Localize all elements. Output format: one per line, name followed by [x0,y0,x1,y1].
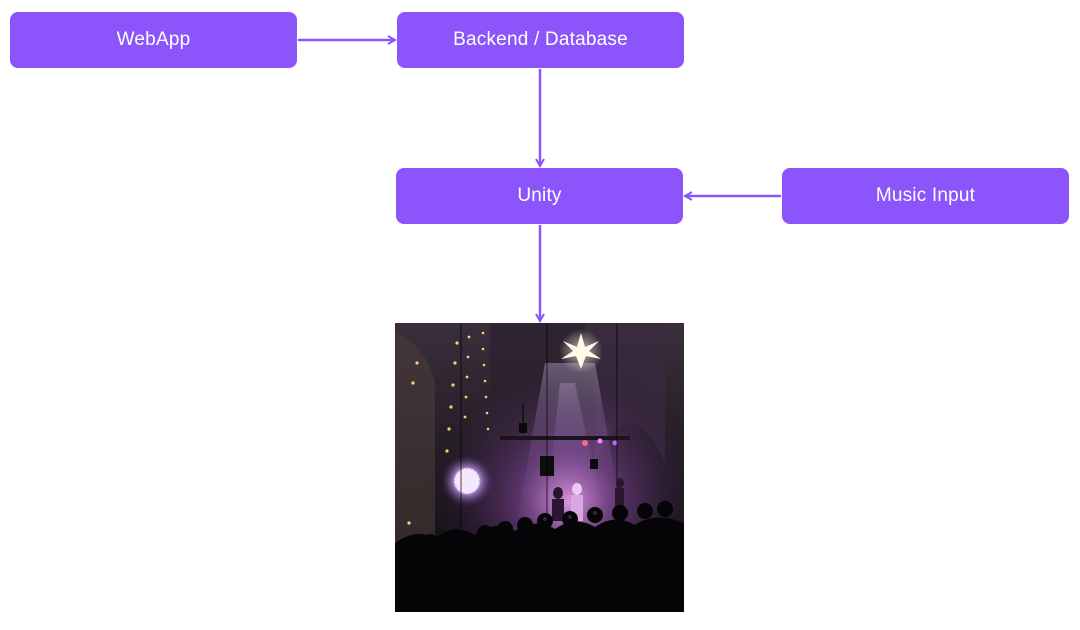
concert-photo-icon [395,323,684,612]
unity-node[interactable]: Unity [396,168,683,224]
backend-database-label: Backend / Database [453,29,628,50]
backend-database-node[interactable]: Backend / Database [397,12,684,68]
webapp-label: WebApp [116,29,191,50]
concert-photo [395,323,684,612]
music-input-node[interactable]: Music Input [782,168,1069,224]
webapp-node[interactable]: WebApp [10,12,297,68]
music-input-label: Music Input [875,185,976,206]
unity-label: Unity [517,185,562,206]
